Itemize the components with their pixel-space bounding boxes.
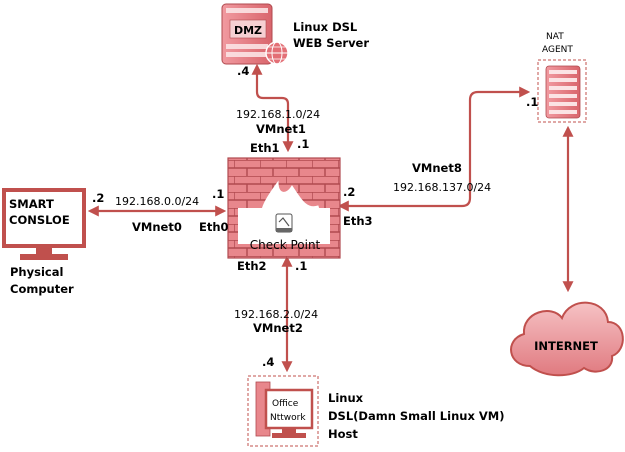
globe-icon [265, 41, 289, 65]
eth1-ip: .1 [297, 137, 309, 151]
nat-server-icon [545, 65, 581, 119]
eth2-label: Eth2 [237, 259, 267, 273]
vmnet1-name: VMnet1 [256, 122, 306, 136]
vmnet8-subnet: 192.168.137.0/24 [393, 181, 491, 194]
console-ip: .2 [92, 191, 104, 205]
vmnet0-subnet: 192.168.0.0/24 [115, 195, 199, 208]
firewall-label: Check Point [250, 238, 321, 252]
link-vmnet8 [337, 86, 531, 212]
eth3-label: Eth3 [343, 214, 373, 228]
dmz-label-line1: Linux DSL [293, 20, 358, 34]
dmz-server: DMZ [221, 3, 289, 65]
link-vmnet1 [251, 63, 294, 153]
dmz-label-line2: WEB Server [293, 36, 369, 50]
vmnet2-name: VMnet2 [253, 321, 303, 335]
office-badge-line2: Nttwork [270, 413, 306, 423]
eth0-ip: .1 [212, 187, 224, 201]
workstation-icon [255, 381, 314, 438]
vmnet1-subnet: 192.168.1.0/24 [236, 108, 320, 121]
nat-label-line1: NAT [546, 32, 564, 42]
cloud-icon [510, 301, 624, 377]
console-monitor [2, 188, 86, 260]
firewall: Check Point [227, 157, 341, 259]
vmnet0-name: VMnet0 [132, 220, 182, 234]
dmz-ip: .4 [237, 64, 249, 78]
office-label-line2: DSL(Damn Small Linux VM) [328, 409, 504, 423]
console-caption-line2: Computer [10, 282, 74, 296]
office-badge-line1: Office [272, 399, 299, 409]
console-label-line1: SMART [9, 197, 54, 211]
console-caption-line1: Physical [10, 265, 63, 279]
eth1-label: Eth1 [250, 141, 280, 155]
dmz-badge: DMZ [234, 24, 262, 37]
office-label-line1: Linux [328, 391, 364, 405]
office-frame [247, 375, 319, 447]
checkpoint-logo-icon [275, 213, 293, 233]
nat-ip: .1 [526, 95, 538, 109]
office-ip: .4 [262, 355, 274, 369]
eth0-label: Eth0 [199, 220, 229, 234]
nat-label-line2: AGENT [542, 45, 573, 55]
vmnet8-name: VMnet8 [412, 161, 462, 175]
eth3-ip: .2 [343, 185, 355, 199]
eth2-ip: .1 [295, 259, 307, 273]
console-label-line2: CONSLOE [9, 213, 70, 227]
office-label-line3: Host [328, 427, 358, 441]
internet-label: INTERNET [534, 339, 598, 353]
vmnet2-subnet: 192.168.2.0/24 [234, 308, 318, 321]
